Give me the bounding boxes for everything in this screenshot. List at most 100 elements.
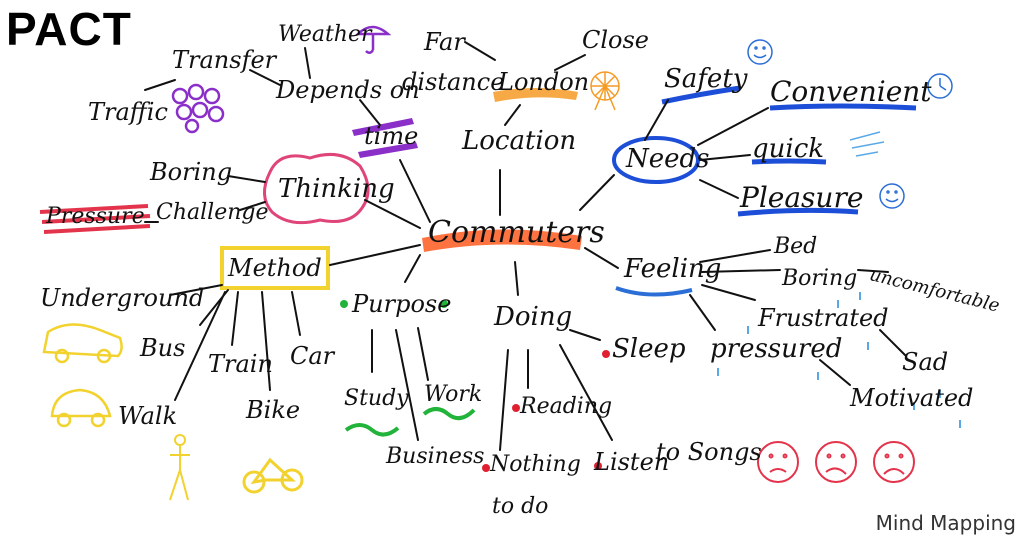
node-london: London bbox=[498, 68, 590, 96]
speed-icon bbox=[849, 131, 885, 157]
quick-underline bbox=[751, 158, 827, 165]
ferris-wheel-icon bbox=[590, 71, 620, 111]
node-frustrated: Frustrated bbox=[758, 304, 889, 332]
pressure-stripes bbox=[39, 204, 151, 234]
umbrella-icon bbox=[354, 25, 392, 54]
link-purpose-work bbox=[417, 327, 429, 381]
node-sleep: Sleep bbox=[612, 334, 686, 364]
node-listen: Listen bbox=[594, 448, 670, 476]
smiley-icon bbox=[747, 39, 773, 65]
link-commuters-doing bbox=[514, 261, 519, 296]
node-pleasure: Pleasure bbox=[740, 181, 864, 214]
node-nothing: Nothing bbox=[490, 452, 581, 477]
london-highlight bbox=[493, 88, 578, 102]
node-to-songs: to Songs bbox=[656, 438, 762, 466]
link-needs-pleasure bbox=[699, 179, 739, 199]
link-doing-listen bbox=[559, 344, 613, 441]
node-boring-feeling: Boring bbox=[782, 266, 858, 291]
study-underline bbox=[344, 423, 400, 437]
link-feeling-pressured bbox=[689, 294, 716, 331]
link-location-london bbox=[504, 104, 521, 126]
node-location: Location bbox=[462, 126, 577, 156]
node-walk: Walk bbox=[118, 402, 178, 430]
taxi-icon bbox=[50, 388, 112, 428]
link-needs-quick bbox=[699, 154, 751, 161]
page-title: PACT bbox=[6, 3, 132, 55]
link-method-underground bbox=[169, 284, 223, 296]
node-challenge: Challenge bbox=[156, 200, 269, 225]
link-feeling-frustrated bbox=[701, 284, 756, 301]
node-distance: distance bbox=[402, 68, 505, 96]
link-method-train bbox=[231, 291, 239, 346]
link-method-car bbox=[291, 291, 301, 336]
node-transfer: Transfer bbox=[172, 46, 277, 74]
sleep-dot bbox=[602, 350, 610, 358]
bicycle-icon bbox=[242, 457, 304, 494]
link-doing-nothing bbox=[499, 349, 509, 451]
node-method: Method bbox=[228, 254, 322, 282]
sad-face-icon bbox=[757, 441, 799, 483]
node-reading: Reading bbox=[520, 394, 613, 419]
link-needs-safety bbox=[644, 99, 669, 141]
nothing-dot bbox=[482, 464, 490, 472]
feeling-underline bbox=[615, 286, 693, 297]
node-pressure: Pressure bbox=[46, 204, 145, 229]
link-feeling-boring bbox=[701, 269, 781, 273]
link-london-close bbox=[554, 54, 586, 71]
node-safety: Safety bbox=[664, 64, 748, 94]
node-pressured: pressured bbox=[710, 334, 843, 364]
node-motivated: Motivated bbox=[850, 384, 974, 412]
link-feeling-bed bbox=[699, 249, 771, 263]
node-boring-thinking: Boring bbox=[150, 158, 233, 186]
link-thinking-challenge bbox=[239, 201, 266, 211]
link-commuters-time bbox=[399, 159, 431, 223]
link-thinking-boring bbox=[227, 175, 266, 183]
node-feeling: Feeling bbox=[624, 254, 722, 284]
node-purpose: Purpose bbox=[352, 290, 452, 318]
walker-icon bbox=[169, 434, 190, 501]
clock-icon bbox=[927, 73, 953, 99]
link-commuters-feeling bbox=[584, 247, 619, 269]
link-frustrated-sad bbox=[879, 329, 906, 356]
node-business: Business bbox=[386, 444, 485, 469]
listen-dot bbox=[594, 462, 602, 470]
node-work: Work bbox=[424, 382, 483, 407]
node-weather: Weather bbox=[278, 22, 372, 47]
watermark-caption: Mind Mapping bbox=[875, 511, 1016, 535]
purpose-dot-right bbox=[440, 300, 448, 308]
link-commuters-method bbox=[329, 244, 421, 266]
link-commuters-thinking bbox=[364, 199, 421, 229]
node-far: Far bbox=[424, 28, 465, 56]
link-purpose-business bbox=[395, 329, 419, 441]
convenient-underline bbox=[769, 103, 917, 111]
link-method-bike bbox=[261, 291, 271, 391]
node-time: time bbox=[364, 122, 419, 150]
crowd-icon bbox=[171, 83, 225, 134]
link-pressured-motivated bbox=[819, 359, 851, 386]
node-to-do: to do bbox=[492, 494, 549, 519]
smiley-icon-2 bbox=[879, 183, 905, 209]
node-study: Study bbox=[344, 386, 409, 411]
link-method-walk bbox=[174, 291, 226, 401]
time-highlight-2 bbox=[358, 142, 418, 158]
raindrop-icon bbox=[717, 292, 961, 428]
link-doing-sleep bbox=[569, 329, 601, 341]
link-boring-uncomfortable bbox=[857, 269, 889, 273]
link-commuters-needs bbox=[579, 174, 615, 211]
link-depends-weather bbox=[304, 47, 311, 79]
node-bus: Bus bbox=[140, 334, 186, 362]
node-traffic: Traffic bbox=[88, 98, 168, 126]
commuters-highlight bbox=[422, 229, 582, 252]
node-car: Car bbox=[290, 342, 335, 370]
thinking-cloud bbox=[263, 152, 370, 225]
node-bike: Bike bbox=[246, 396, 301, 424]
node-train: Train bbox=[208, 350, 273, 378]
link-needs-convenient bbox=[697, 107, 769, 146]
car-icon bbox=[42, 323, 123, 364]
node-sad: Sad bbox=[902, 348, 949, 376]
link-commuters-purpose bbox=[404, 254, 421, 283]
link-london-far bbox=[464, 41, 496, 61]
work-underline bbox=[422, 407, 476, 421]
